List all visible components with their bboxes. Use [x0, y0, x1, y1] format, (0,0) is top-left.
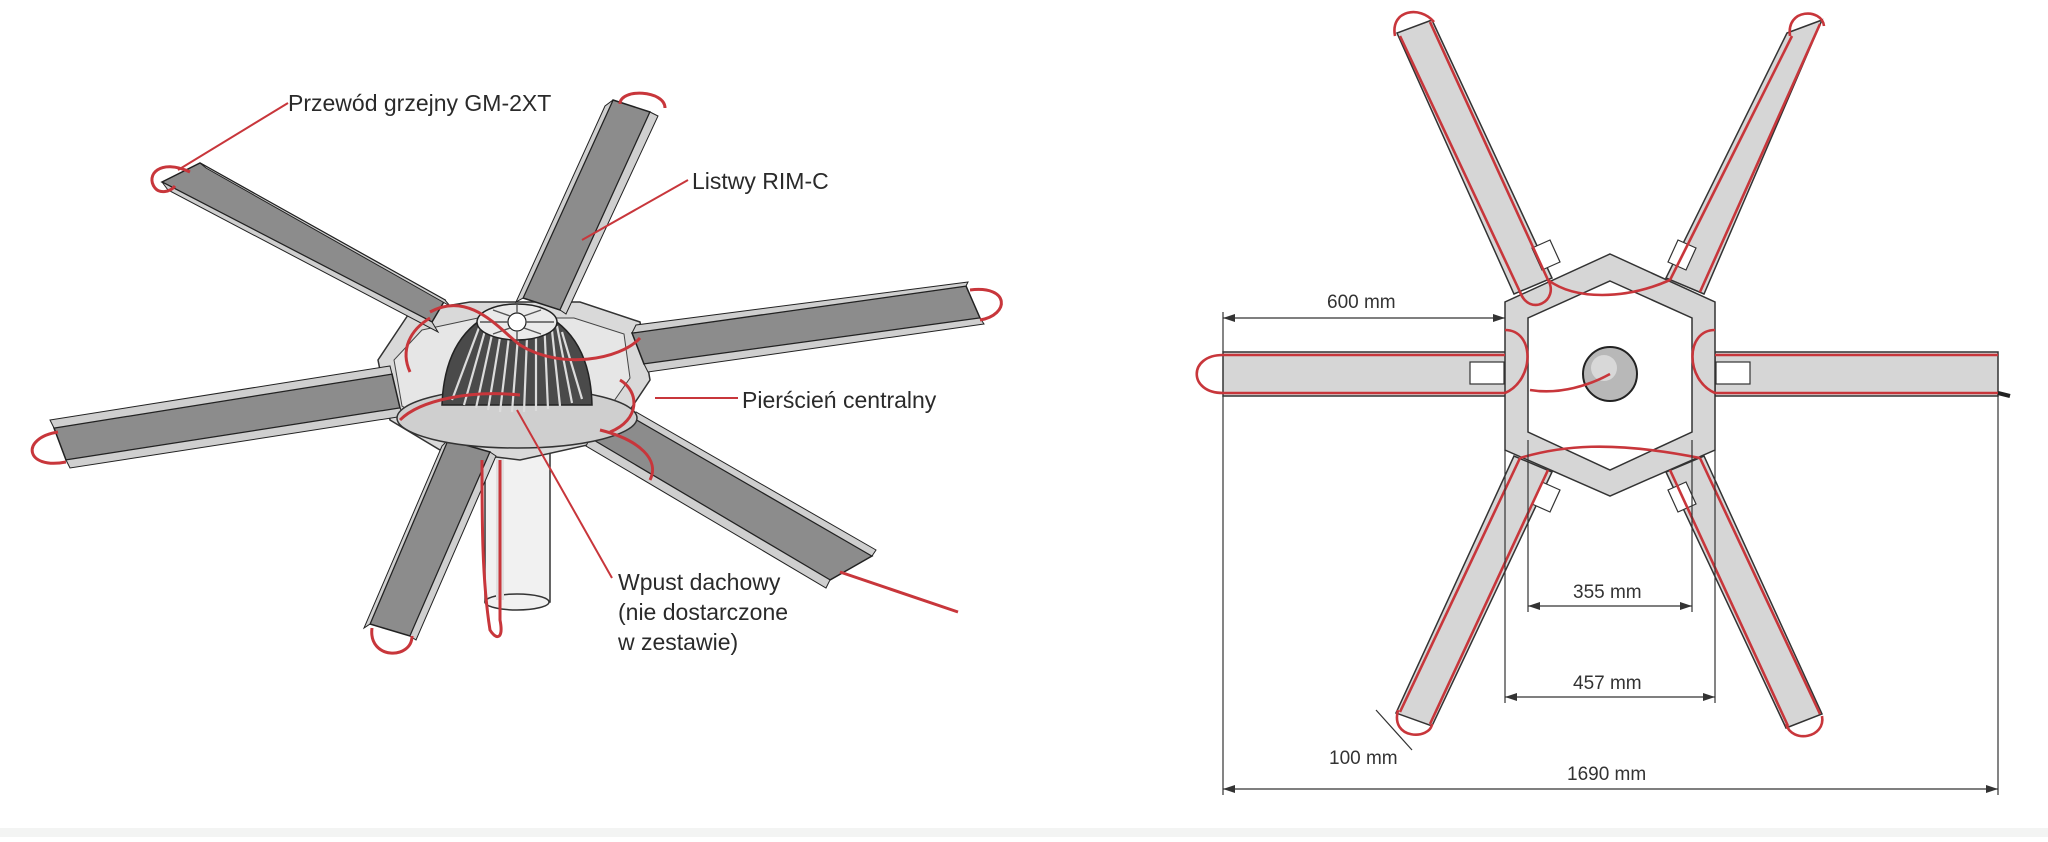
dimension-lines — [1222, 312, 1999, 795]
dimension-arrows — [1223, 314, 1998, 793]
dim-arm-length: 600 mm — [1327, 292, 1396, 313]
right-plan-diagram — [1195, 10, 2011, 795]
label-rim-c-strips: Listwy RIM-C — [692, 168, 829, 194]
left-isometric-diagram — [30, 91, 1003, 655]
rim-c-strip — [49, 365, 405, 469]
rim-c-strip — [160, 162, 451, 334]
rim-c-strip — [630, 281, 985, 373]
rim-c-strips — [49, 99, 985, 641]
leader-lines — [177, 102, 738, 579]
rim-c-strip — [362, 439, 497, 641]
plan-arms — [1222, 18, 1999, 729]
label-roof-drain-line2: (nie dostarczone — [618, 599, 789, 625]
label-heating-cable: Przewód grzejny GM-2XT — [288, 90, 552, 116]
rim-c-strip — [514, 99, 659, 315]
rim-c-strip — [585, 411, 877, 589]
heating-cable — [30, 91, 1003, 655]
dim-total-width: 1690 mm — [1567, 764, 1647, 785]
dim-inner-width: 355 mm — [1573, 582, 1642, 603]
dim-strip-width: 100 mm — [1329, 748, 1398, 769]
roof-drain-grate — [396, 303, 638, 449]
drain-pipe — [484, 449, 551, 611]
label-roof-drain-line3: w zestawie) — [618, 629, 739, 655]
plan-heating-cable — [1195, 10, 2011, 738]
dim-ring-width: 457 mm — [1573, 673, 1642, 694]
label-central-ring: Pierścień centralny — [742, 387, 937, 413]
label-roof-drain-line1: Wpust dachowy — [618, 569, 781, 595]
bottom-band — [0, 828, 2048, 837]
